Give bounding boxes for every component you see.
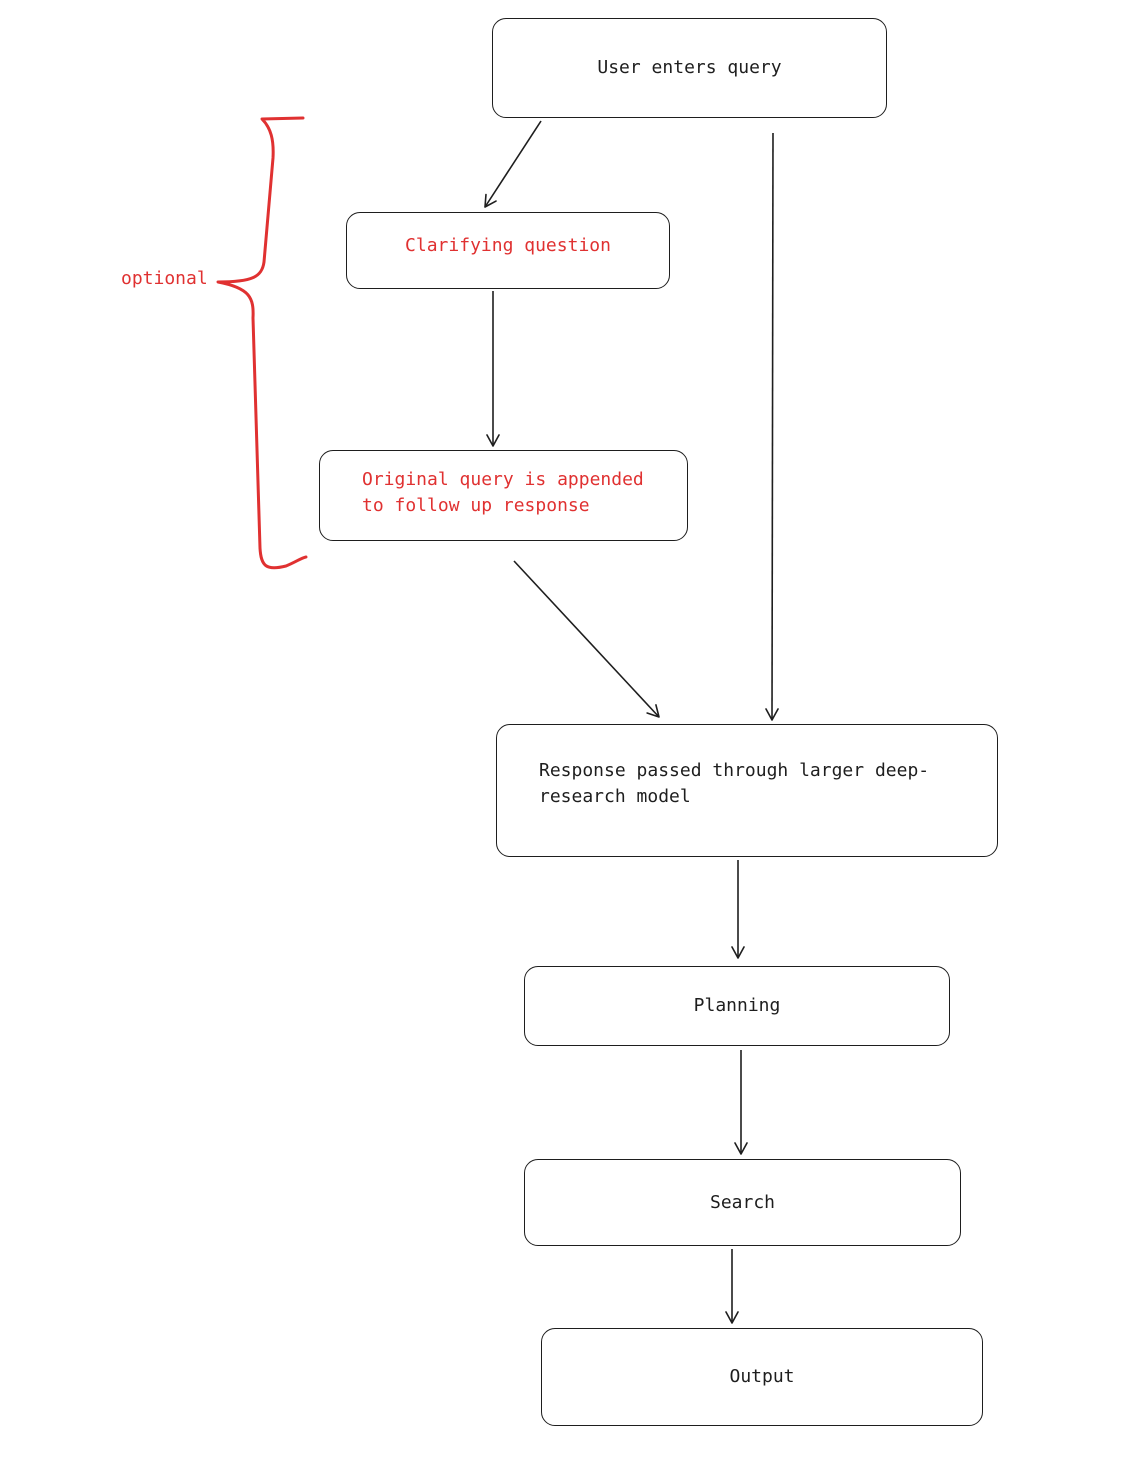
arrow-query-to-deep-research <box>765 132 779 721</box>
node-appended-query: Original query is appended to follow up … <box>319 450 688 541</box>
arrow-appended-to-deep-research <box>513 560 660 718</box>
arrow-query-to-clarifying <box>484 120 542 208</box>
node-clarifying-question-label: Clarifying question <box>405 234 611 256</box>
node-deep-research: Response passed through larger deep- res… <box>496 724 998 857</box>
node-user-query: User enters query <box>492 18 887 118</box>
node-search-label: Search <box>709 1191 776 1213</box>
optional-brace <box>216 116 308 570</box>
node-appended-query-label: Original query is appended to follow up … <box>362 469 644 516</box>
node-output: Output <box>541 1328 983 1426</box>
node-clarifying-question: Clarifying question <box>346 212 670 289</box>
node-deep-research-label: Response passed through larger deep- res… <box>539 760 930 807</box>
node-search: Search <box>524 1159 961 1246</box>
node-planning: Planning <box>524 966 950 1046</box>
node-planning-label: Planning <box>693 995 781 1016</box>
optional-annotation-label: optional <box>121 268 208 289</box>
node-output-label: Output <box>729 1366 795 1387</box>
node-user-query-label: User enters query <box>597 57 782 78</box>
